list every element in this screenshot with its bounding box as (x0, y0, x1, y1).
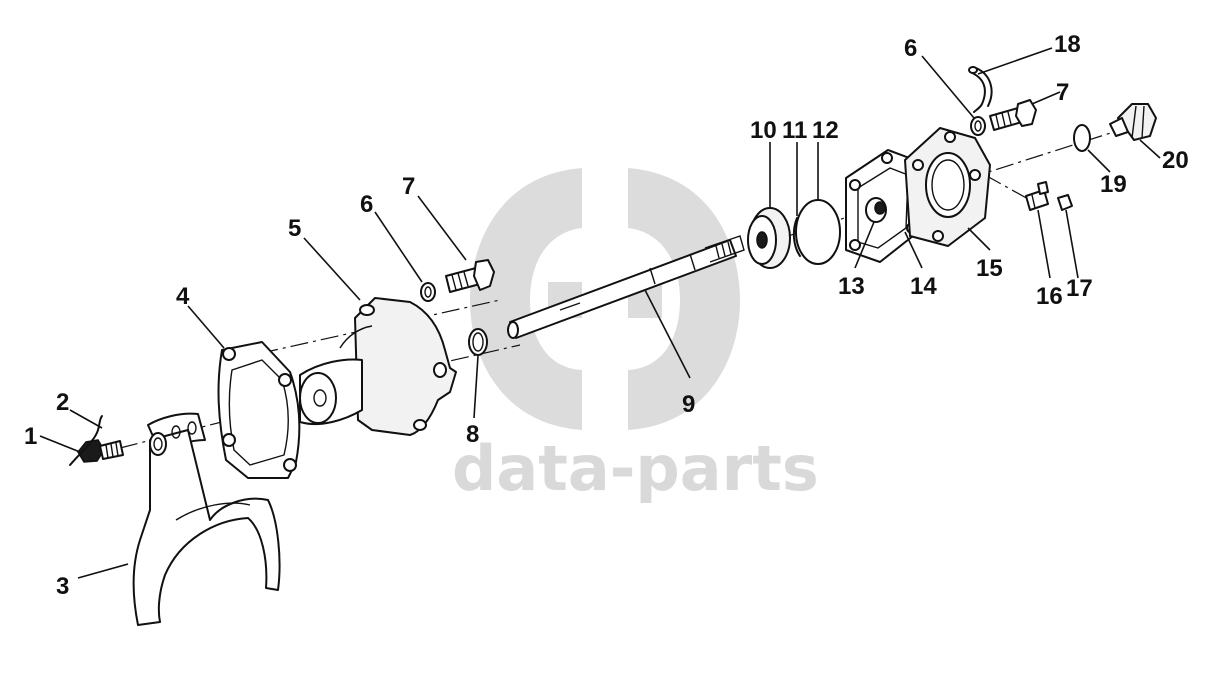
part-1-bolt (77, 439, 124, 463)
part-13-boss (865, 197, 887, 223)
part-12-o-ring (795, 199, 841, 265)
part-3-shift-fork (132, 412, 281, 626)
part-16-tee-fitting (1025, 181, 1049, 211)
part-15-rear-housing (904, 127, 991, 247)
callout-numbers: 1 2 3 4 5 6 7 8 9 10 11 12 13 14 15 16 1… (24, 31, 1189, 600)
part-4-gasket (217, 341, 301, 479)
part-8-o-ring (468, 328, 488, 356)
callout-12: 12 (812, 117, 839, 144)
part-17-plug (1057, 194, 1073, 211)
callout-3: 3 (56, 573, 69, 600)
part-9-shaft (507, 235, 745, 339)
callout-17: 17 (1066, 275, 1093, 302)
callout-18: 18 (1054, 31, 1081, 58)
data-parts-logo (470, 168, 740, 430)
callout-7-right: 7 (1056, 79, 1069, 106)
callout-6-left: 6 (360, 191, 373, 218)
data-parts-watermark: data-parts (452, 168, 819, 505)
callout-15: 15 (976, 255, 1003, 282)
callout-7-left: 7 (402, 173, 415, 200)
callout-4: 4 (176, 283, 190, 310)
part-6-washer-left (420, 282, 436, 302)
leader-lines (39, 47, 1161, 579)
callout-16: 16 (1036, 283, 1063, 310)
part-6-washer-right (970, 116, 986, 136)
callout-1: 1 (24, 423, 37, 450)
callout-13: 13 (838, 273, 865, 300)
part-11-shim (792, 217, 801, 257)
callout-6-right: 6 (904, 35, 917, 62)
part-18-vent-pipe (968, 66, 993, 113)
callout-11: 11 (782, 117, 807, 144)
callout-2: 2 (56, 389, 69, 416)
part-5-housing (299, 297, 457, 436)
callout-9: 9 (682, 391, 695, 418)
callout-5: 5 (288, 215, 301, 242)
part-2-lock-wire (69, 415, 103, 466)
watermark-text: data-parts (452, 432, 819, 505)
callout-8: 8 (466, 421, 479, 448)
callout-19: 19 (1100, 171, 1127, 198)
callout-20: 20 (1162, 147, 1189, 174)
part-7-bolt-right (989, 99, 1037, 131)
part-10-pulley (747, 207, 791, 269)
part-20-cap (1109, 103, 1157, 141)
callout-10: 10 (750, 117, 777, 144)
callout-14: 14 (910, 273, 937, 300)
part-7-bolt-left (445, 259, 495, 293)
part-19-o-ring (1073, 124, 1091, 152)
